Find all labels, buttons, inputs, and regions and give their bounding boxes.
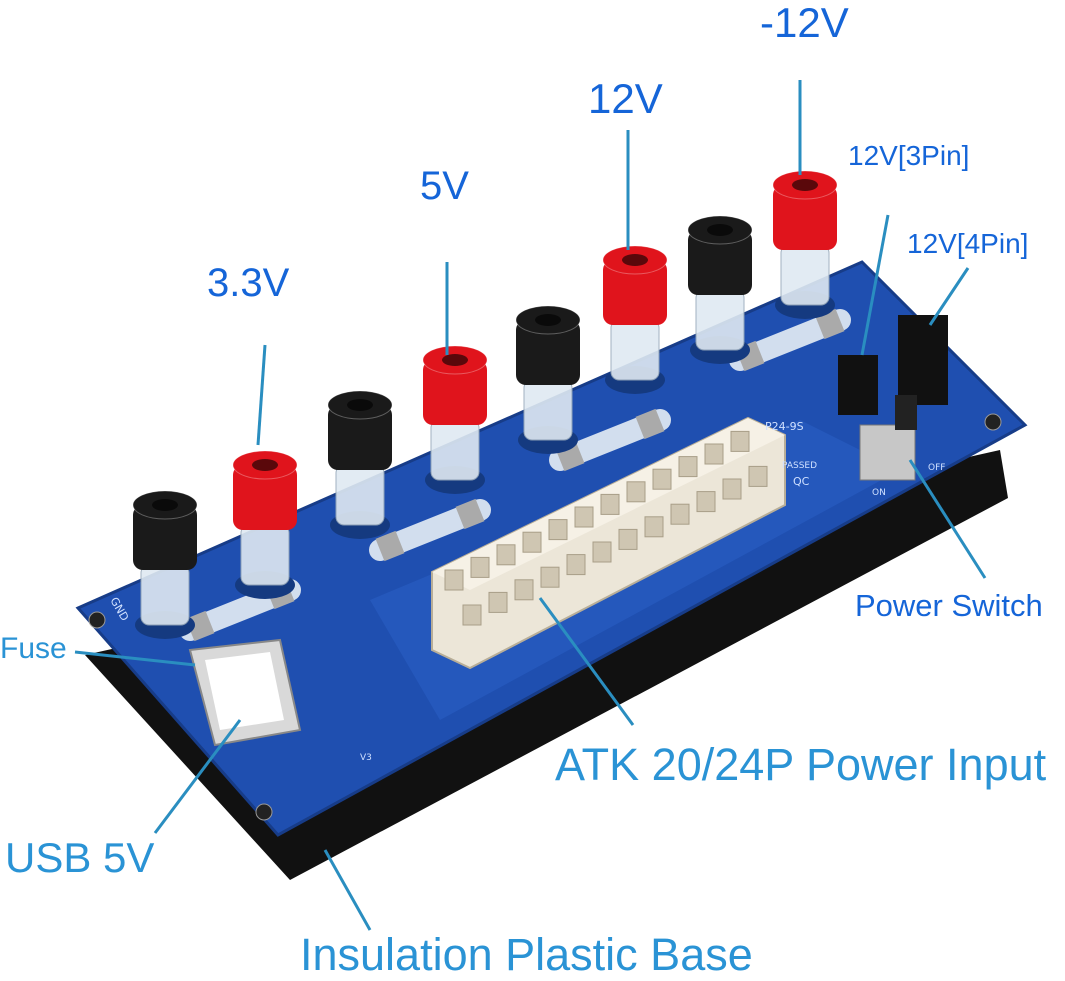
power-switch bbox=[859, 395, 917, 481]
connector-pin-cell bbox=[592, 541, 612, 563]
usb-port bbox=[188, 638, 302, 747]
red-binding-post bbox=[602, 245, 668, 394]
qc-text: QC bbox=[793, 475, 810, 488]
on-text: ON bbox=[872, 488, 886, 498]
black-binding-post bbox=[687, 215, 753, 364]
label-12v-3pin: 12V[3Pin] bbox=[848, 140, 970, 171]
connector-pin-cell bbox=[444, 569, 464, 591]
connector-pin-cell bbox=[730, 430, 750, 452]
label-12v-4pin: 12V[4Pin] bbox=[907, 228, 1029, 259]
connector-pin-cell bbox=[600, 493, 620, 515]
leader-4pin bbox=[928, 267, 970, 326]
screw-icon bbox=[984, 413, 1002, 431]
black-binding-post bbox=[132, 490, 198, 639]
connector-pin-cell bbox=[462, 604, 482, 626]
leader-3pin bbox=[860, 214, 890, 356]
label-12v: 12V bbox=[588, 75, 663, 122]
connector-pin-cell bbox=[704, 443, 724, 465]
screw-icon bbox=[88, 611, 106, 629]
connector-pin-cell bbox=[574, 506, 594, 528]
label-3v3: 3.3V bbox=[207, 261, 290, 305]
label-power-switch: Power Switch bbox=[855, 588, 1043, 623]
connector-pin-cell bbox=[670, 503, 690, 525]
connector-pin-cell bbox=[696, 491, 716, 513]
connector-pin-cell bbox=[618, 528, 638, 550]
connector-pin-cell bbox=[488, 591, 508, 613]
label-insulation-base: Insulation Plastic Base bbox=[300, 929, 753, 980]
glass-fuse bbox=[549, 408, 671, 472]
red-binding-post bbox=[232, 450, 298, 599]
red-binding-post bbox=[772, 170, 838, 319]
connector-pin-cell bbox=[514, 579, 534, 601]
label-neg12v: -12V bbox=[760, 0, 849, 46]
version-text: V3 bbox=[360, 753, 372, 763]
leader-atx bbox=[538, 597, 635, 726]
connector-pin-cell bbox=[522, 531, 542, 553]
leader-usb bbox=[153, 719, 242, 834]
leader-3v3 bbox=[256, 344, 267, 446]
screw-icon bbox=[255, 803, 273, 821]
red-binding-post bbox=[422, 345, 488, 494]
connector-pin-cell bbox=[566, 554, 586, 576]
connector-pin-cell bbox=[540, 566, 560, 588]
label-fuse: Fuse bbox=[0, 632, 67, 665]
header-3pin bbox=[838, 355, 878, 415]
black-binding-post bbox=[515, 305, 581, 454]
black-binding-post bbox=[327, 390, 393, 539]
leader-power-switch bbox=[908, 459, 987, 579]
leader-fuse bbox=[74, 650, 196, 667]
off-text: OFF bbox=[928, 463, 945, 473]
connector-pin-cell bbox=[470, 556, 490, 578]
model-text: P24-9S bbox=[765, 420, 804, 433]
connector-pin-cell bbox=[548, 519, 568, 541]
glass-fuse bbox=[369, 498, 491, 562]
leader-base bbox=[323, 849, 372, 931]
connector-pin-cell bbox=[722, 478, 742, 500]
connector-pin-cell bbox=[496, 544, 516, 566]
connector-pin-cell bbox=[652, 468, 672, 490]
label-5v: 5V bbox=[420, 164, 469, 208]
connector-pin-cell bbox=[626, 481, 646, 503]
label-atx-input: ATK 20/24P Power Input bbox=[555, 739, 1047, 790]
connector-pin-cell bbox=[678, 456, 698, 478]
label-usb-5v: USB 5V bbox=[5, 834, 155, 881]
connector-pin-cell bbox=[748, 465, 768, 487]
header-4pin bbox=[898, 315, 948, 405]
connector-pin-cell bbox=[644, 516, 664, 538]
passed-text: PASSED bbox=[782, 461, 817, 471]
